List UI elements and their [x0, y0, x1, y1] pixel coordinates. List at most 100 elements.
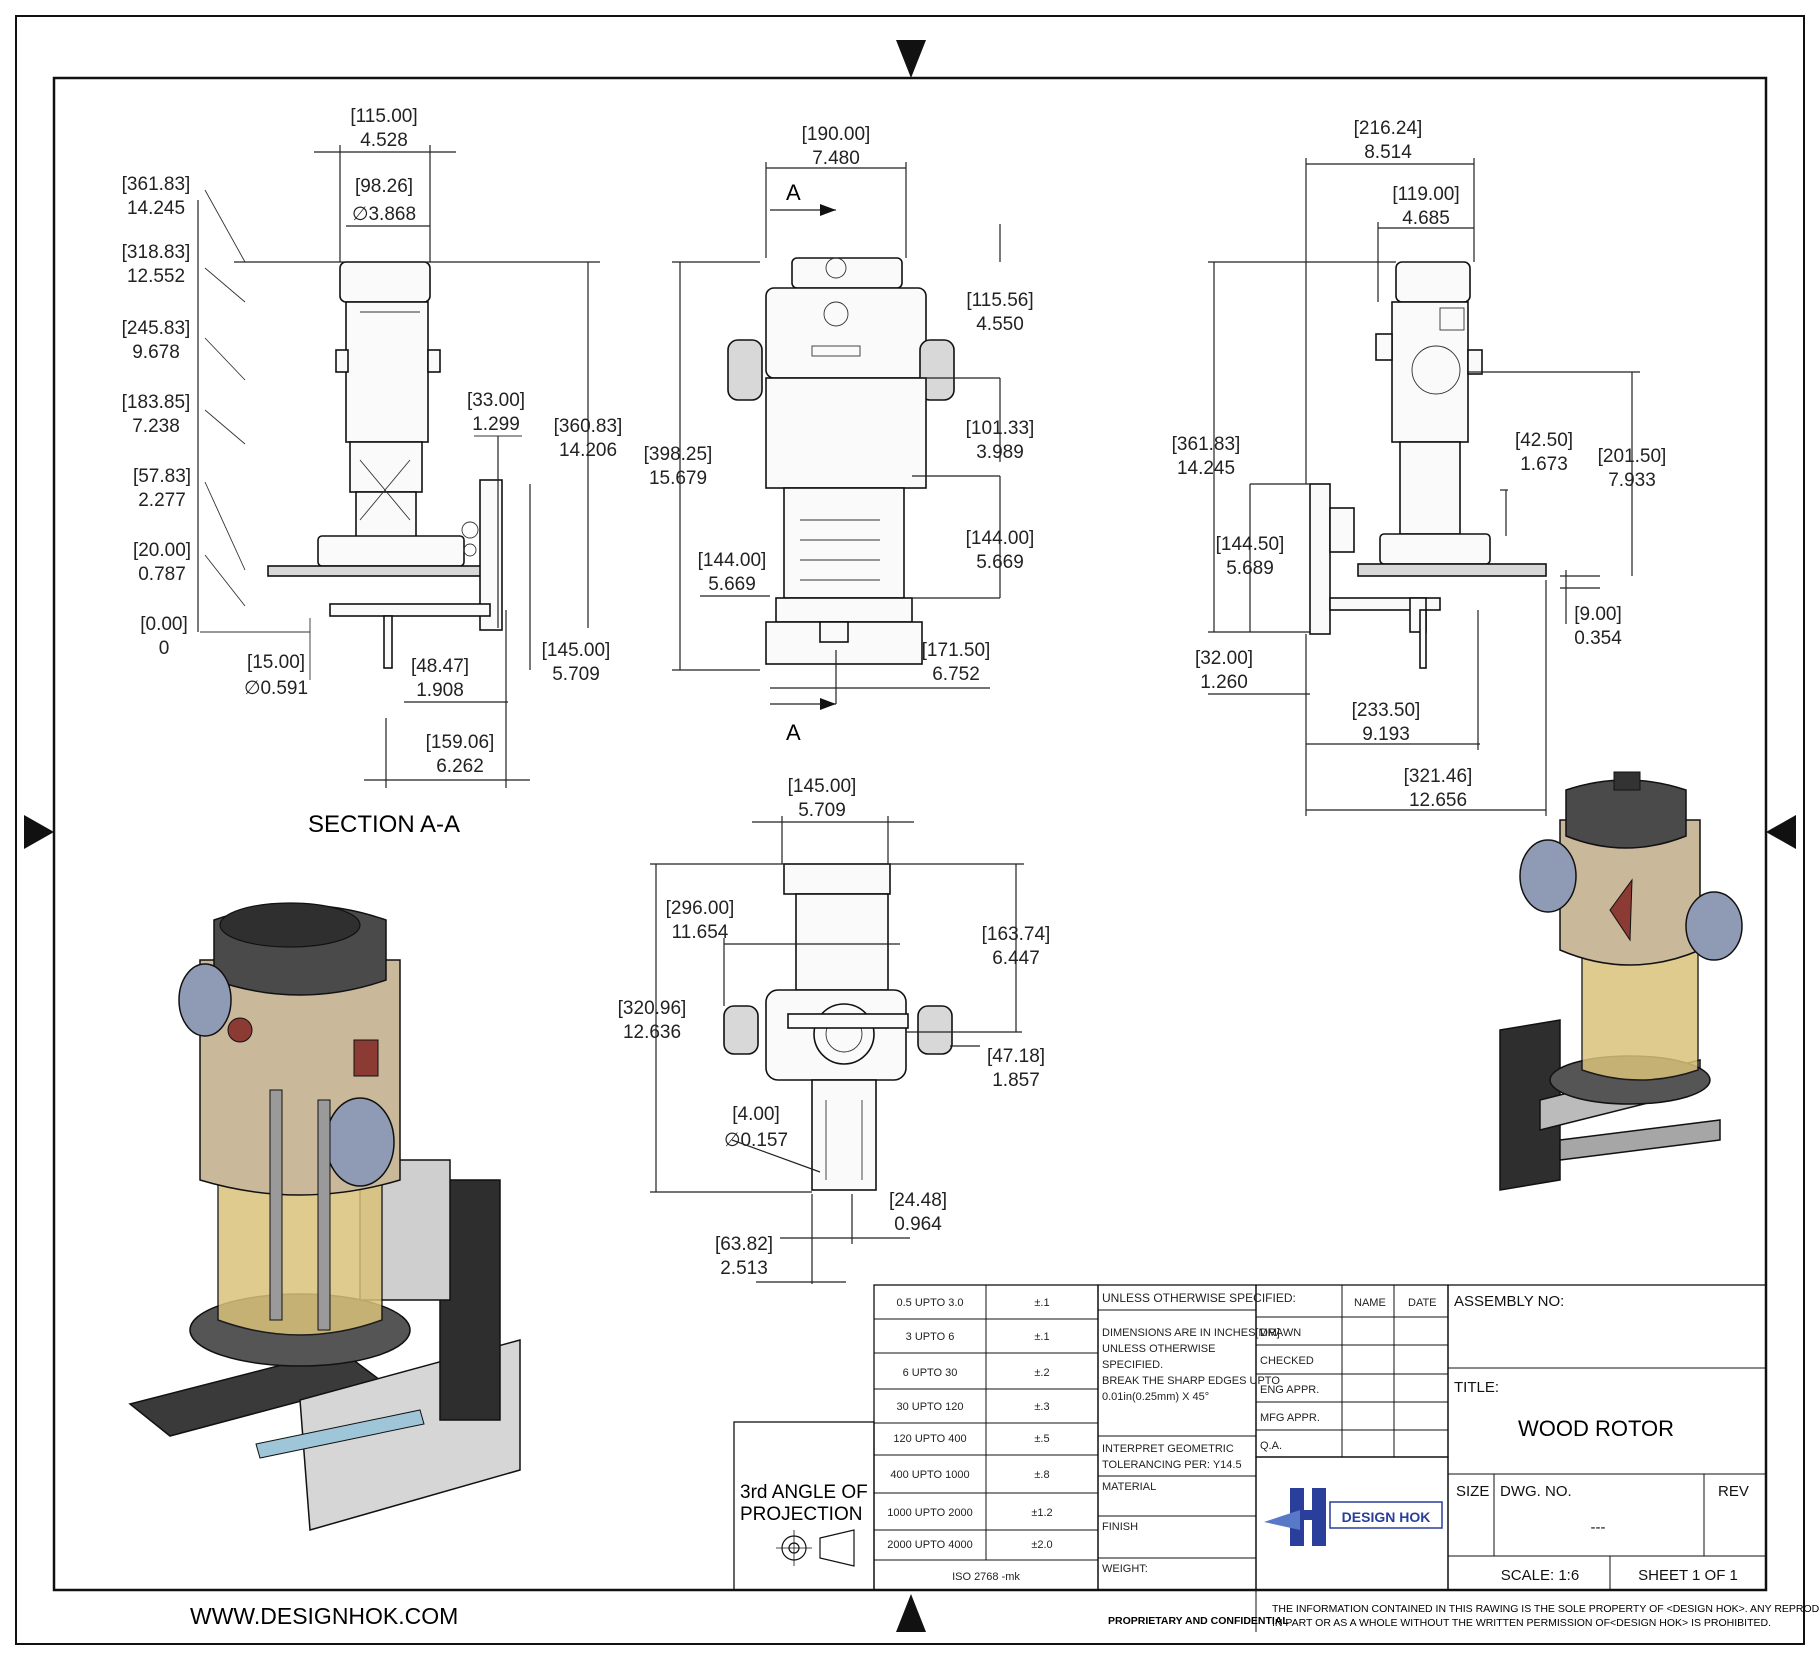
- dim-label: [171.50]: [922, 640, 991, 661]
- dim-label: [245.83]: [122, 318, 191, 339]
- dim-label: [20.00]: [133, 540, 191, 561]
- dim-label: 15.679: [649, 468, 707, 489]
- dim-label: 5.669: [976, 552, 1024, 573]
- dim-label: [145.00]: [542, 640, 611, 661]
- top-view: [650, 816, 1024, 1284]
- tolerance-table: 0.5 UPTO 3.0 ±.1 3 UPTO 6 ±.1 6 UPTO 30 …: [887, 1297, 1052, 1583]
- tol-range: 6 UPTO 30: [903, 1367, 958, 1379]
- dim-label: 1.299: [472, 414, 520, 435]
- dim-label: 0.354: [1574, 628, 1622, 649]
- dim-label: 0: [159, 638, 170, 659]
- tol-value: ±2.0: [1031, 1539, 1052, 1551]
- dim-label: [183.85]: [122, 392, 191, 413]
- dim-label: [163.74]: [982, 924, 1051, 945]
- note-line: BREAK THE SHARP EDGES UPTO: [1102, 1375, 1280, 1387]
- dim-label: [318.83]: [122, 242, 191, 263]
- note-line: INTERPRET GEOMETRIC: [1102, 1443, 1234, 1455]
- isometric-view-right: [1499, 771, 1743, 1191]
- tol-range: 400 UPTO 1000: [890, 1469, 969, 1481]
- dim-label: [144.00]: [966, 528, 1035, 549]
- projection-label: 3rd ANGLE OF: [740, 1482, 868, 1503]
- center-mark-top: [896, 40, 926, 78]
- dim-label: ∅0.591: [244, 678, 308, 699]
- note-finish: FINISH: [1102, 1521, 1138, 1533]
- dim-label: [63.82]: [715, 1234, 773, 1255]
- logo-text: DESIGN HOK: [1342, 1509, 1431, 1525]
- dim-label: [48.47]: [411, 656, 469, 677]
- dim-label: 12.552: [127, 266, 185, 287]
- dim-label: [190.00]: [802, 124, 871, 145]
- dim-label: [296.00]: [666, 898, 735, 919]
- dim-label: [145.00]: [788, 776, 857, 797]
- tol-range: 1000 UPTO 2000: [887, 1507, 972, 1519]
- dim-label: [4.00]: [732, 1104, 780, 1125]
- dim-label: 0.964: [894, 1214, 942, 1235]
- section-label: SECTION A-A: [308, 811, 460, 838]
- isometric-view-left: [128, 902, 521, 1531]
- dim-label: [0.00]: [140, 614, 188, 635]
- dim-label: [33.00]: [467, 390, 525, 411]
- rev-label: REV: [1718, 1483, 1749, 1500]
- approval-row: MFG APPR.: [1260, 1412, 1320, 1424]
- dim-label: [115.00]: [350, 106, 417, 127]
- dim-label: 2.277: [138, 490, 186, 511]
- approvals-name-header: NAME: [1354, 1297, 1386, 1309]
- dim-label: [47.18]: [987, 1046, 1045, 1067]
- dim-label: [321.46]: [1404, 766, 1473, 787]
- center-mark-left: [24, 815, 54, 849]
- dim-label: [233.50]: [1352, 700, 1421, 721]
- dim-label: [24.48]: [889, 1190, 947, 1211]
- dim-label: [32.00]: [1195, 648, 1253, 669]
- title-block-grid: [733, 1284, 1767, 1632]
- approvals-table: NAME DATE DRAWN CHECKED ENG APPR. MFG AP…: [1260, 1297, 1437, 1452]
- tol-value: ±.5: [1034, 1433, 1049, 1445]
- tol-range: 0.5 UPTO 3.0: [896, 1297, 963, 1309]
- outer-border: [15, 15, 1805, 1645]
- tol-value: ±.2: [1034, 1367, 1049, 1379]
- tol-range: 3 UPTO 6: [906, 1331, 955, 1343]
- dim-label: ∅3.868: [352, 204, 416, 225]
- note-line: 0.01in(0.25mm) X 45°: [1102, 1391, 1209, 1403]
- dim-label: 9.678: [132, 342, 180, 363]
- note-unless: UNLESS OTHERWISE SPECIFIED:: [1102, 1291, 1296, 1305]
- dim-label: ∅0.157: [724, 1130, 788, 1151]
- dim-label: 12.656: [1409, 790, 1467, 811]
- dim-label: 6.752: [932, 664, 980, 685]
- website-url: WWW.DESIGNHOK.COM: [190, 1603, 458, 1629]
- proprietary-notice: IN PART OR AS A WHOLE WITHOUT THE WRITTE…: [1272, 1617, 1771, 1629]
- dim-label: 5.689: [1226, 558, 1274, 579]
- side-view: [1208, 158, 1640, 816]
- center-mark-right: [1766, 815, 1796, 849]
- dim-label: [159.06]: [426, 732, 495, 753]
- front-view: [672, 162, 1001, 710]
- dwg-no-label: DWG. NO.: [1500, 1483, 1572, 1500]
- size-label: SIZE: [1456, 1483, 1489, 1500]
- dim-label: [42.50]: [1515, 430, 1573, 451]
- dim-label: 8.514: [1364, 142, 1412, 163]
- design-hok-logo: [1264, 1488, 1443, 1546]
- proprietary-notice: THE INFORMATION CONTAINED IN THIS RAWING…: [1272, 1603, 1820, 1615]
- tol-value: ±.1: [1034, 1331, 1049, 1343]
- center-mark-bottom: [896, 1594, 926, 1632]
- approval-row: Q.A.: [1260, 1440, 1282, 1452]
- dim-label: 1.908: [416, 680, 464, 701]
- iso-note: ISO 2768 -mk: [952, 1571, 1020, 1583]
- approval-row: CHECKED: [1260, 1355, 1314, 1367]
- dim-label: 1.260: [1200, 672, 1248, 693]
- dim-label: [15.00]: [247, 652, 305, 673]
- dim-label: [101.33]: [966, 418, 1035, 439]
- drawing-title: WOOD ROTOR: [1518, 1416, 1674, 1441]
- dim-label: 9.193: [1362, 724, 1410, 745]
- dim-label: 7.238: [132, 416, 180, 437]
- dim-label: 2.513: [720, 1258, 768, 1279]
- dim-label: [119.00]: [1392, 184, 1459, 205]
- note-line: TOLERANCING PER: Y14.5: [1102, 1459, 1242, 1471]
- dim-label: [144.00]: [698, 550, 767, 571]
- tol-value: ±1.2: [1031, 1507, 1052, 1519]
- dim-label: 14.206: [559, 440, 617, 461]
- title-block-right: ASSEMBLY NO: TITLE: WOOD ROTOR SIZE DWG.…: [1454, 1293, 1749, 1584]
- dim-label: 5.709: [552, 664, 600, 685]
- note-line: DIMENSIONS ARE IN INCHES[MM]: [1102, 1327, 1280, 1339]
- dim-label: [398.25]: [644, 444, 713, 465]
